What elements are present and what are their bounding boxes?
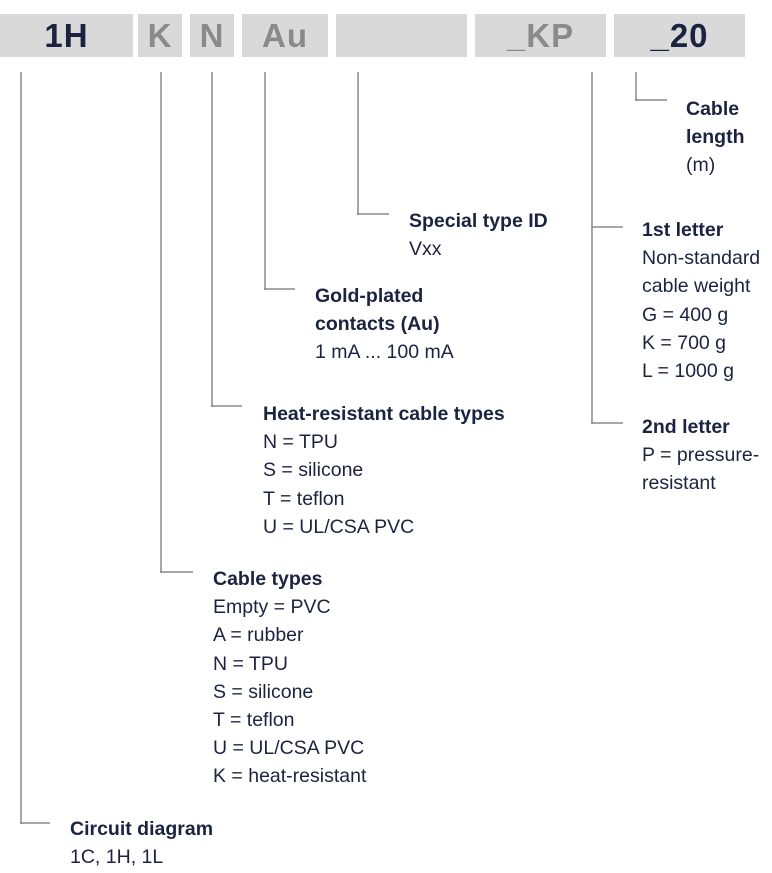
label-gold-plated-title-2: contacts (Au) (315, 313, 440, 336)
label-circuit-diagram: Circuit diagram 1C, 1H, 1L (70, 815, 213, 871)
label-cable-types-line-5: T = teflon (213, 709, 295, 732)
label-second-letter-line-2: resistant (642, 472, 716, 495)
label-second-letter-title: 2nd letter (642, 416, 730, 438)
code-segment-cable-type: K (138, 14, 182, 57)
label-first-letter-title: 1st letter (642, 219, 724, 241)
label-heat-resistant-line-3: T = teflon (263, 487, 345, 510)
label-cable-length-title-1: Cable (686, 98, 740, 120)
label-cable-types-line-1: Empty = PVC (213, 596, 331, 619)
label-cable-types: Cable types Empty = PVC A = rubber N = T… (213, 565, 366, 791)
label-cable-types-title: Cable types (213, 568, 323, 590)
code-segment-heat-resistant: N (190, 14, 234, 57)
label-heat-resistant-title: Heat-resistant cable types (263, 403, 505, 425)
label-gold-plated-range: 1 mA ... 100 mA (315, 341, 454, 364)
label-gold-plated: Gold-plated contacts (Au) 1 mA ... 100 m… (315, 282, 454, 367)
label-special-type-value: Vxx (409, 238, 442, 261)
label-circuit-diagram-title: Circuit diagram (70, 818, 214, 840)
label-second-letter-line-1: P = pressure- (642, 444, 760, 467)
label-cable-types-line-4: S = silicone (213, 680, 314, 703)
label-second-letter: 2nd letter P = pressure- resistant (642, 413, 759, 498)
label-heat-resistant-line-1: N = TPU (263, 431, 338, 454)
label-first-letter-line-5: L = 1000 g (642, 360, 734, 383)
label-special-type-title: Special type ID (409, 210, 548, 232)
label-cable-types-line-7: K = heat-resistant (213, 765, 367, 788)
label-cable-types-line-2: A = rubber (213, 624, 304, 647)
code-segment-gold-contacts: Au (242, 14, 328, 57)
label-heat-resistant-line-4: U = UL/CSA PVC (263, 515, 415, 538)
label-cable-length: Cable length (m) (686, 95, 745, 180)
label-gold-plated-title-1: Gold-plated (315, 285, 424, 307)
label-first-letter-line-3: G = 400 g (642, 303, 729, 326)
label-heat-resistant-line-2: S = silicone (263, 459, 364, 482)
label-cable-types-line-6: U = UL/CSA PVC (213, 737, 365, 760)
label-heat-resistant: Heat-resistant cable types N = TPU S = s… (263, 400, 505, 541)
label-first-letter-line-1: Non-standard (642, 247, 761, 270)
label-cable-types-line-3: N = TPU (213, 652, 288, 675)
label-first-letter: 1st letter Non-standard cable weight G =… (642, 216, 760, 385)
label-first-letter-line-4: K = 700 g (642, 331, 727, 354)
label-cable-length-unit: (m) (686, 154, 716, 177)
code-segment-cable-length: _20 (614, 14, 745, 57)
code-segment-special-type (336, 14, 467, 57)
label-cable-length-title-2: length (686, 126, 745, 149)
label-circuit-diagram-values: 1C, 1H, 1L (70, 846, 164, 869)
code-segment-letters: _KP (475, 14, 606, 57)
label-special-type: Special type ID Vxx (409, 207, 548, 263)
code-segment-circuit: 1H (0, 14, 133, 57)
label-first-letter-line-2: cable weight (642, 275, 751, 298)
